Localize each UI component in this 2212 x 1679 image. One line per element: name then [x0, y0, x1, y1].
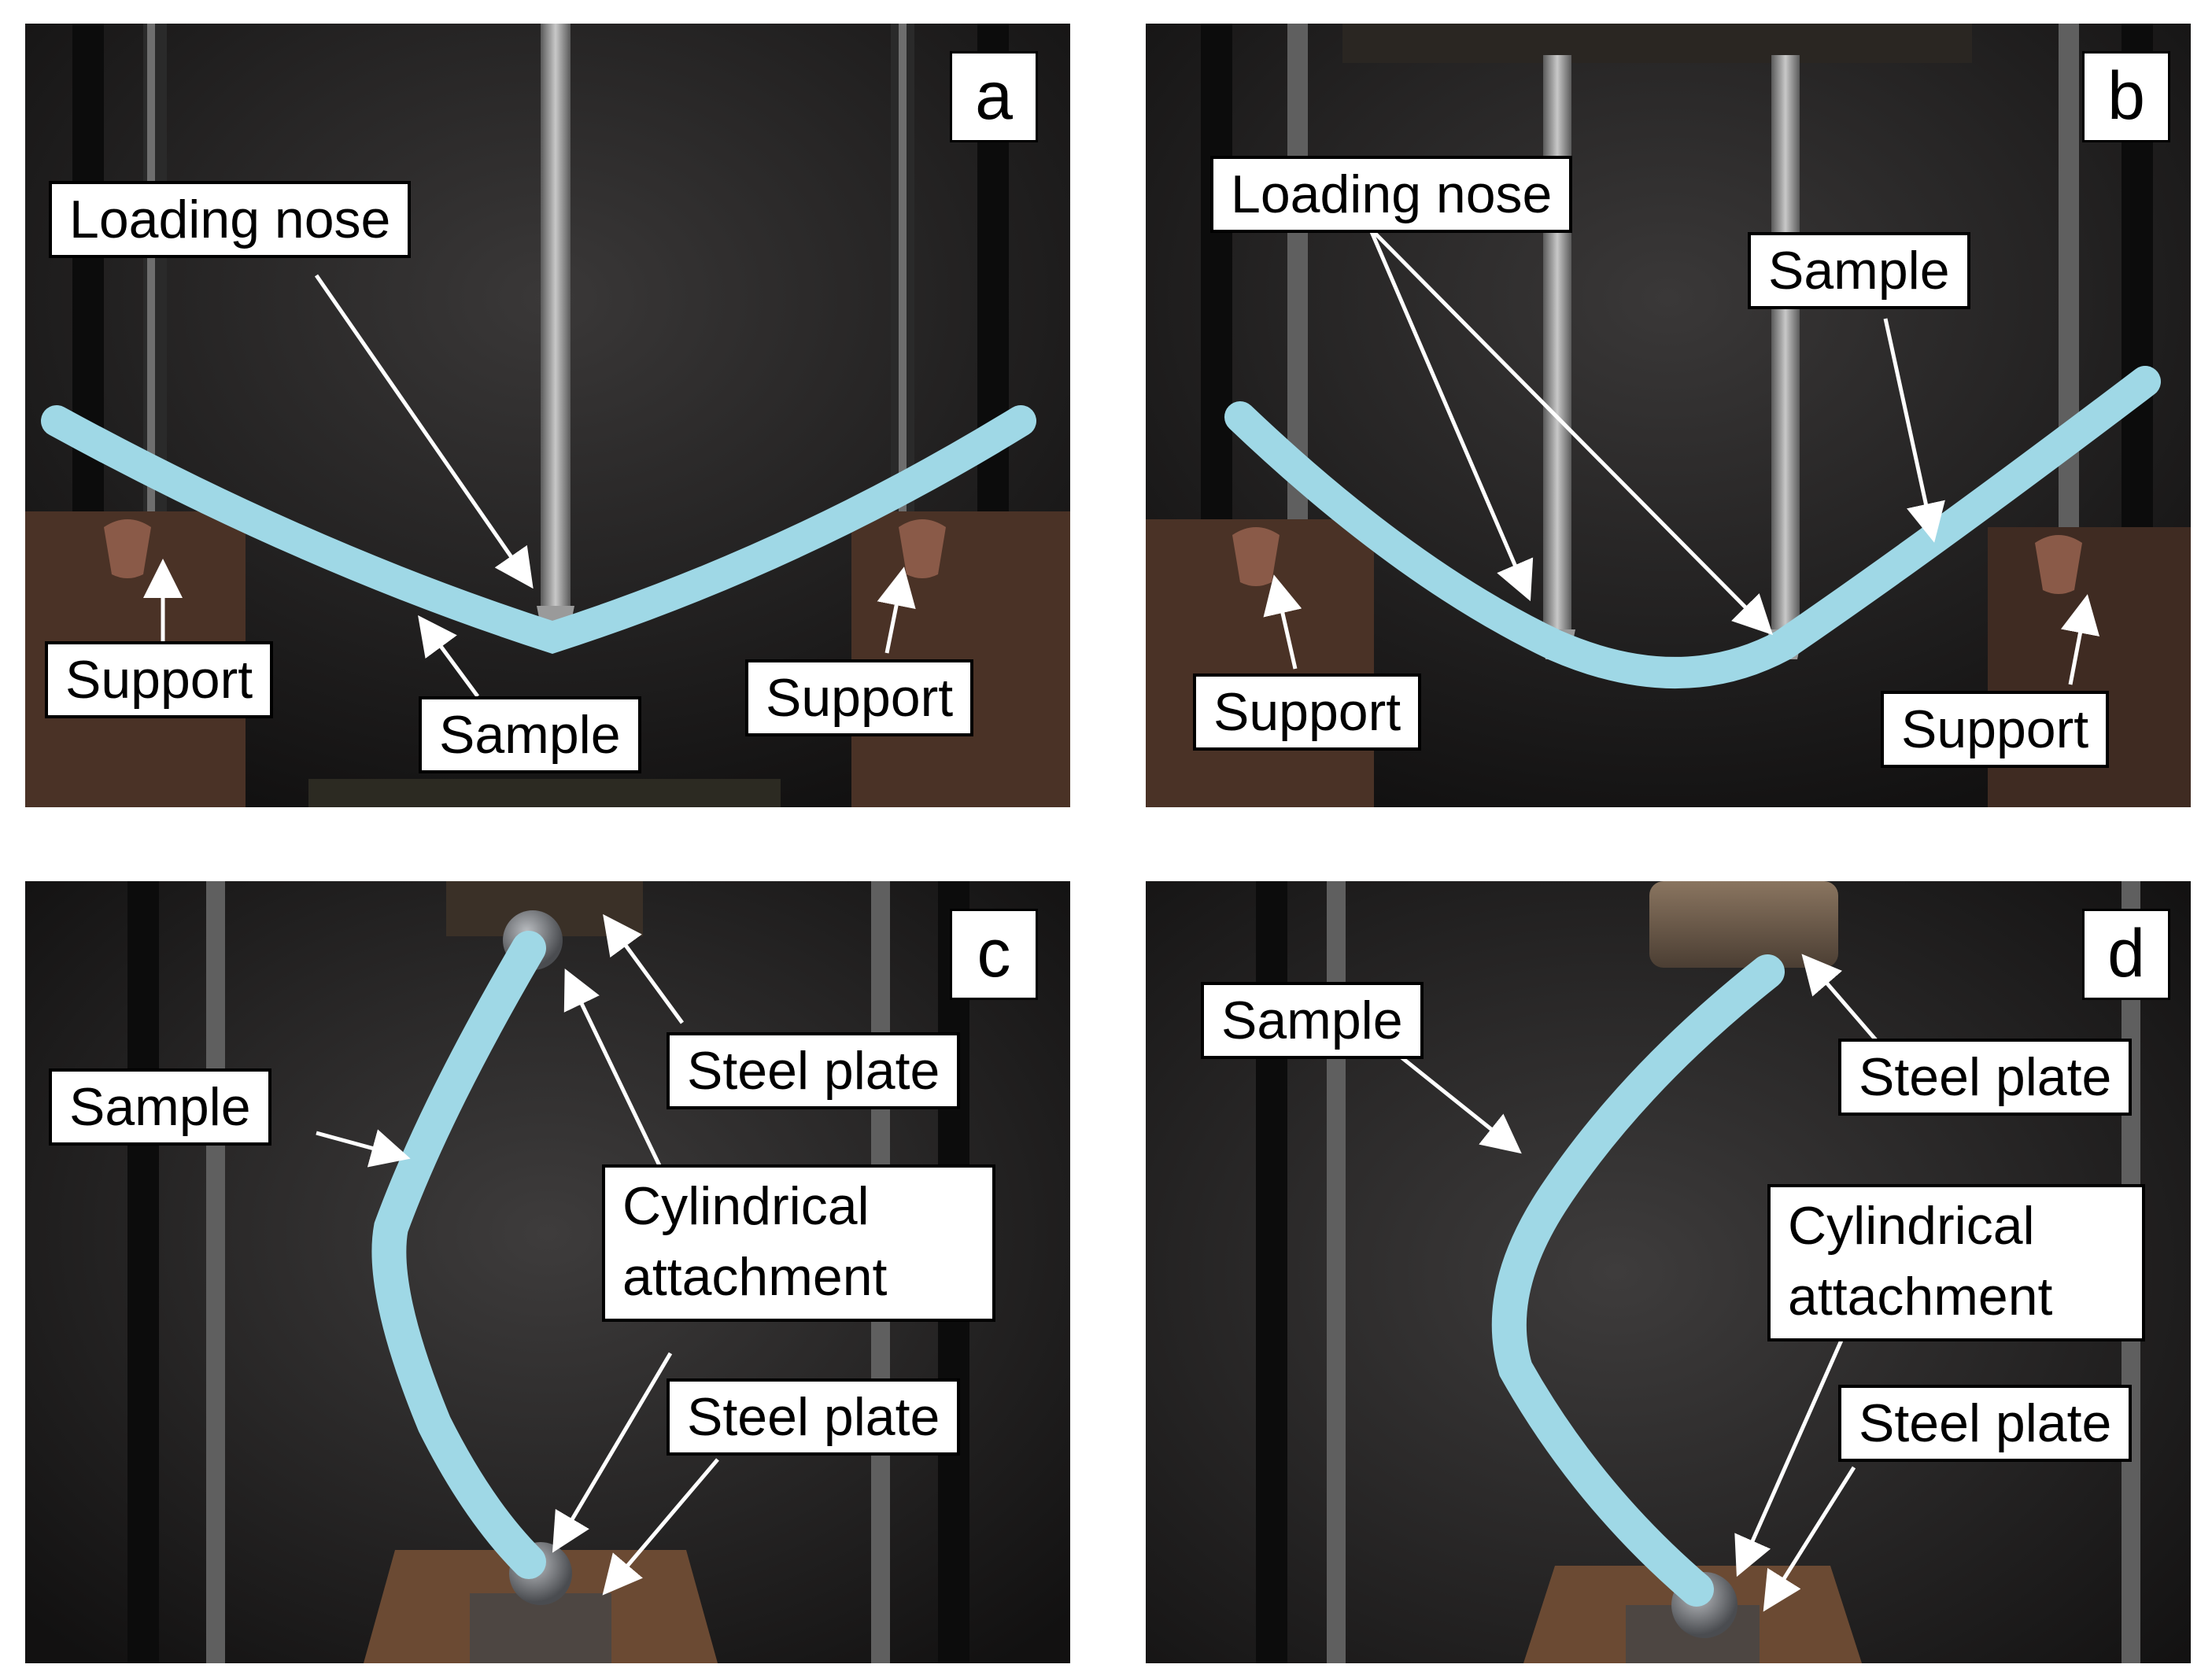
panel-c-steel-plate-bottom-label: Steel plate	[667, 1378, 961, 1456]
panel-a-sample-label: Sample	[419, 696, 641, 773]
panel-a-letter: a	[950, 51, 1038, 142]
panel-c: c Sample Steel plate Cylindrical attachm…	[25, 881, 1070, 1663]
panel-d-cylindrical-line1: Cylindrical	[1788, 1196, 2035, 1256]
panel-b-letter: b	[2082, 51, 2170, 142]
panel-b: b Loading nose Sample Support Support	[1146, 24, 2191, 807]
panel-a-loading-nose-label: Loading nose	[49, 181, 412, 258]
panel-d-sample-label: Sample	[1201, 982, 1424, 1059]
panel-c-cylindrical-line1: Cylindrical	[622, 1176, 870, 1236]
panel-b-support-right-label: Support	[1881, 691, 2110, 768]
panel-a: a Loading nose Support Sample Support	[25, 24, 1070, 807]
panel-d-steel-plate-bottom-label: Steel plate	[1838, 1385, 2133, 1462]
panel-b-support-left-label: Support	[1193, 673, 1422, 751]
panel-d: d Sample Steel plate Cylindrical attachm…	[1146, 881, 2191, 1663]
panel-c-steel-plate-top-label: Steel plate	[667, 1032, 961, 1109]
panel-d-cylindrical-attachment-label: Cylindrical attachment	[1767, 1184, 2145, 1341]
panel-d-steel-plate-top-label: Steel plate	[1838, 1039, 2133, 1116]
panel-a-support-right-label: Support	[745, 659, 974, 736]
panel-b-loading-nose-label: Loading nose	[1210, 156, 1573, 233]
panel-c-cylindrical-line2: attachment	[622, 1247, 888, 1307]
panel-b-sample-label: Sample	[1748, 232, 1970, 309]
panel-d-cylindrical-line2: attachment	[1788, 1267, 2053, 1327]
panel-d-letter: d	[2082, 909, 2170, 1000]
panel-c-cylindrical-attachment-label: Cylindrical attachment	[602, 1164, 995, 1322]
panel-c-letter: c	[950, 909, 1038, 1000]
panel-c-sample-label: Sample	[49, 1068, 271, 1146]
panel-a-support-left-label: Support	[45, 641, 274, 718]
